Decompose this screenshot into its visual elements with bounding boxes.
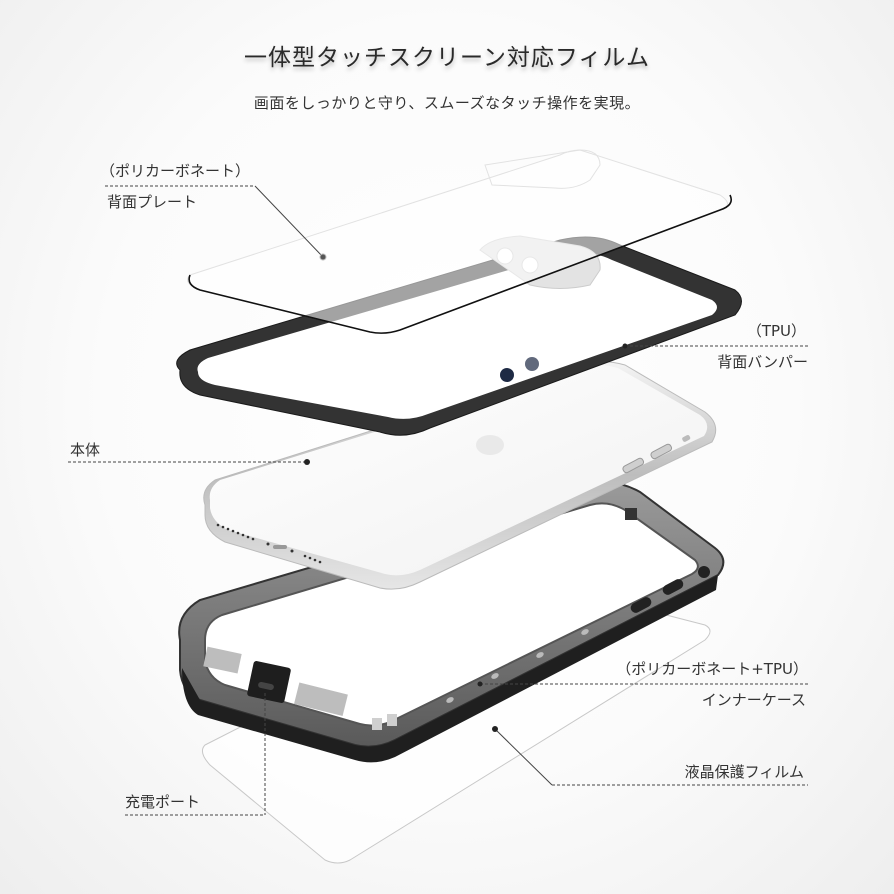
back-bumper-material-label: （TPU） — [746, 322, 806, 340]
charging-port-label: 充電ポート — [125, 793, 201, 811]
leader-dots — [304, 253, 628, 732]
back-plate-label: 背面プレート — [107, 193, 198, 211]
inner-case-material-label: （ポリカーボネート+TPU） — [616, 660, 808, 678]
page-subtitle: 画面をしっかりと守り、スムーズなタッチ操作を実現。 — [253, 94, 641, 112]
screen-film-label: 液晶保護フィルム — [684, 763, 804, 781]
body-label: 本体 — [70, 441, 101, 459]
back-plate-material-label: （ポリカーボネート） — [100, 162, 251, 180]
inner-case-layer — [178, 481, 725, 763]
phone-body-layer — [203, 361, 717, 590]
back-bumper-label: 背面バンパー — [717, 353, 808, 371]
page-title: 一体型タッチスクリーン対応フィルム — [244, 45, 650, 71]
back-plate-layer — [187, 149, 733, 334]
leader-lines — [68, 185, 808, 816]
inner-case-label: インナーケース — [701, 691, 806, 709]
